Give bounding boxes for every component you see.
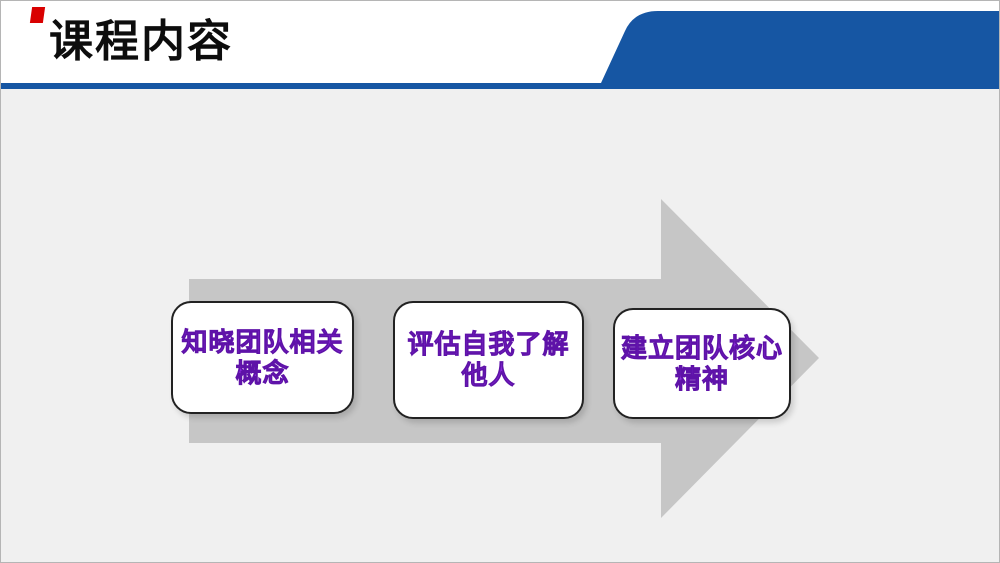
- step-3-line1: 建立团队核心: [620, 332, 783, 363]
- step-3-line2: 精神: [674, 363, 729, 394]
- step-2-line2: 他人: [461, 360, 516, 391]
- slide-header: 课程内容: [1, 1, 999, 89]
- step-box-1: 知晓团队相关 概念: [171, 301, 354, 414]
- step-2-text: 评估自我了解 他人: [407, 329, 569, 391]
- step-1-line1: 知晓团队相关: [181, 326, 344, 357]
- page-title: 课程内容: [49, 17, 233, 66]
- red-accent-mark: [29, 7, 46, 23]
- blue-corner-path: [601, 11, 999, 83]
- step-2-line1: 评估自我了解: [407, 329, 570, 360]
- step-box-3: 建立团队核心 精神: [613, 308, 791, 419]
- step-1-line2: 概念: [235, 357, 290, 388]
- header-divider-line: [1, 83, 999, 89]
- step-box-2: 评估自我了解 他人: [393, 301, 584, 419]
- step-1-text: 知晓团队相关 概念: [181, 326, 344, 389]
- step-3-text: 建立团队核心 精神: [620, 332, 783, 395]
